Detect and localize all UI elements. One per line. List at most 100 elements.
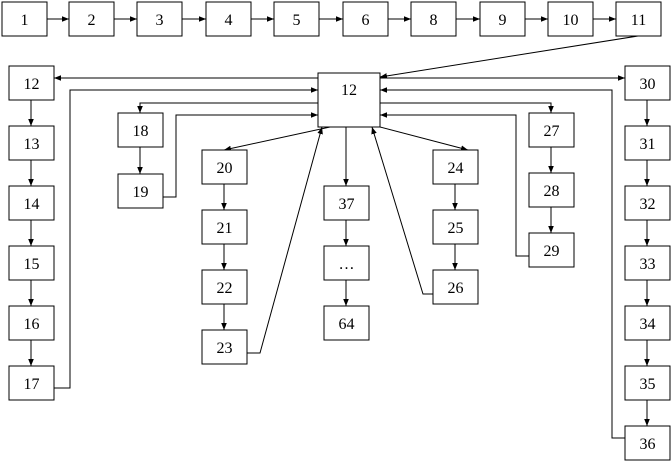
node-hub: 12 (317, 72, 381, 128)
node-n35: 35 (624, 365, 671, 401)
node-n28: 28 (528, 172, 575, 208)
node-label: 1 (21, 12, 29, 29)
node-box (117, 173, 164, 209)
node-label: 21 (217, 220, 233, 237)
node-n6: 6 (342, 1, 389, 37)
node-label: 35 (640, 376, 656, 393)
node-n13: 13 (8, 125, 55, 161)
node-label: 2 (88, 12, 96, 29)
node-label: 14 (24, 196, 40, 213)
node-ndots: … (323, 245, 370, 281)
node-box (201, 209, 248, 245)
node-n14: 14 (8, 185, 55, 221)
node-label: 18 (133, 123, 149, 140)
node-box (528, 232, 575, 268)
node-box (323, 185, 370, 221)
node-label: 34 (640, 316, 656, 333)
node-box (624, 425, 671, 461)
node-n5: 5 (273, 1, 320, 37)
edge-n26-to-hub (371, 126, 433, 295)
node-n23: 23 (201, 329, 248, 365)
node-label: 19 (133, 184, 149, 201)
node-n24: 24 (432, 149, 479, 185)
node-label: 22 (217, 280, 233, 297)
node-label: 8 (430, 12, 438, 29)
node-n21: 21 (201, 209, 248, 245)
node-box (1, 1, 48, 37)
node-box (342, 1, 389, 37)
node-n12left: 12 (8, 65, 55, 101)
node-box (528, 112, 575, 148)
node-box (624, 305, 671, 341)
node-box (547, 1, 594, 37)
node-box (432, 269, 479, 305)
node-n18: 18 (117, 112, 164, 148)
node-n15: 15 (8, 245, 55, 281)
node-box (8, 65, 55, 101)
node-box (479, 1, 526, 37)
node-box (8, 245, 55, 281)
node-box (528, 172, 575, 208)
node-n29: 29 (528, 232, 575, 268)
node-n33: 33 (624, 245, 671, 281)
node-box (410, 1, 457, 37)
node-box (8, 185, 55, 221)
node-label: 28 (544, 183, 560, 200)
edge-hub-to-n18 (137, 102, 318, 113)
node-label: 64 (339, 316, 355, 333)
node-box (201, 269, 248, 305)
node-n31: 31 (624, 125, 671, 161)
node-n11: 11 (615, 1, 662, 37)
node-n9: 9 (479, 1, 526, 37)
node-label: 6 (362, 12, 370, 29)
node-n25: 25 (432, 209, 479, 245)
node-box (117, 112, 164, 148)
node-box (323, 305, 370, 341)
node-box (624, 365, 671, 401)
node-n20: 20 (201, 149, 248, 185)
node-label: 12 (24, 76, 40, 93)
node-label: … (339, 256, 355, 273)
node-n27: 27 (528, 112, 575, 148)
node-label: 27 (544, 123, 560, 140)
node-label: 13 (24, 136, 40, 153)
node-n36: 36 (624, 425, 671, 461)
node-n3: 3 (136, 1, 183, 37)
node-box (323, 245, 370, 281)
node-label: 17 (24, 376, 40, 393)
node-box (432, 149, 479, 185)
node-label: 3 (156, 12, 164, 29)
node-box (615, 1, 662, 37)
node-label: 32 (640, 196, 656, 213)
node-box (624, 65, 671, 101)
edge-n17-to-hub (54, 87, 318, 389)
node-label: 12 (341, 82, 357, 99)
edge-n29-to-hub (380, 112, 529, 257)
node-label: 20 (217, 160, 233, 177)
node-n1: 1 (1, 1, 48, 37)
node-n8: 8 (410, 1, 457, 37)
node-n37: 37 (323, 185, 370, 221)
node-box (68, 1, 115, 37)
node-box (8, 365, 55, 401)
node-n32: 32 (624, 185, 671, 221)
node-n64: 64 (323, 305, 370, 341)
node-label: 36 (640, 436, 656, 453)
edge-n11-to-hub (379, 35, 639, 79)
node-label: 16 (24, 316, 40, 333)
node-n16: 16 (8, 305, 55, 341)
node-label: 23 (217, 340, 233, 357)
node-label: 31 (640, 136, 656, 153)
node-box (317, 72, 381, 128)
node-box (8, 125, 55, 161)
edge-hub-to-n27 (380, 102, 554, 113)
node-n4: 4 (205, 1, 252, 37)
edge-n36-to-hub (380, 87, 625, 439)
edges-layer (28, 16, 650, 439)
edge-n23-to-hub (247, 126, 323, 354)
node-box (136, 1, 183, 37)
node-box (201, 329, 248, 365)
node-n10: 10 (547, 1, 594, 37)
